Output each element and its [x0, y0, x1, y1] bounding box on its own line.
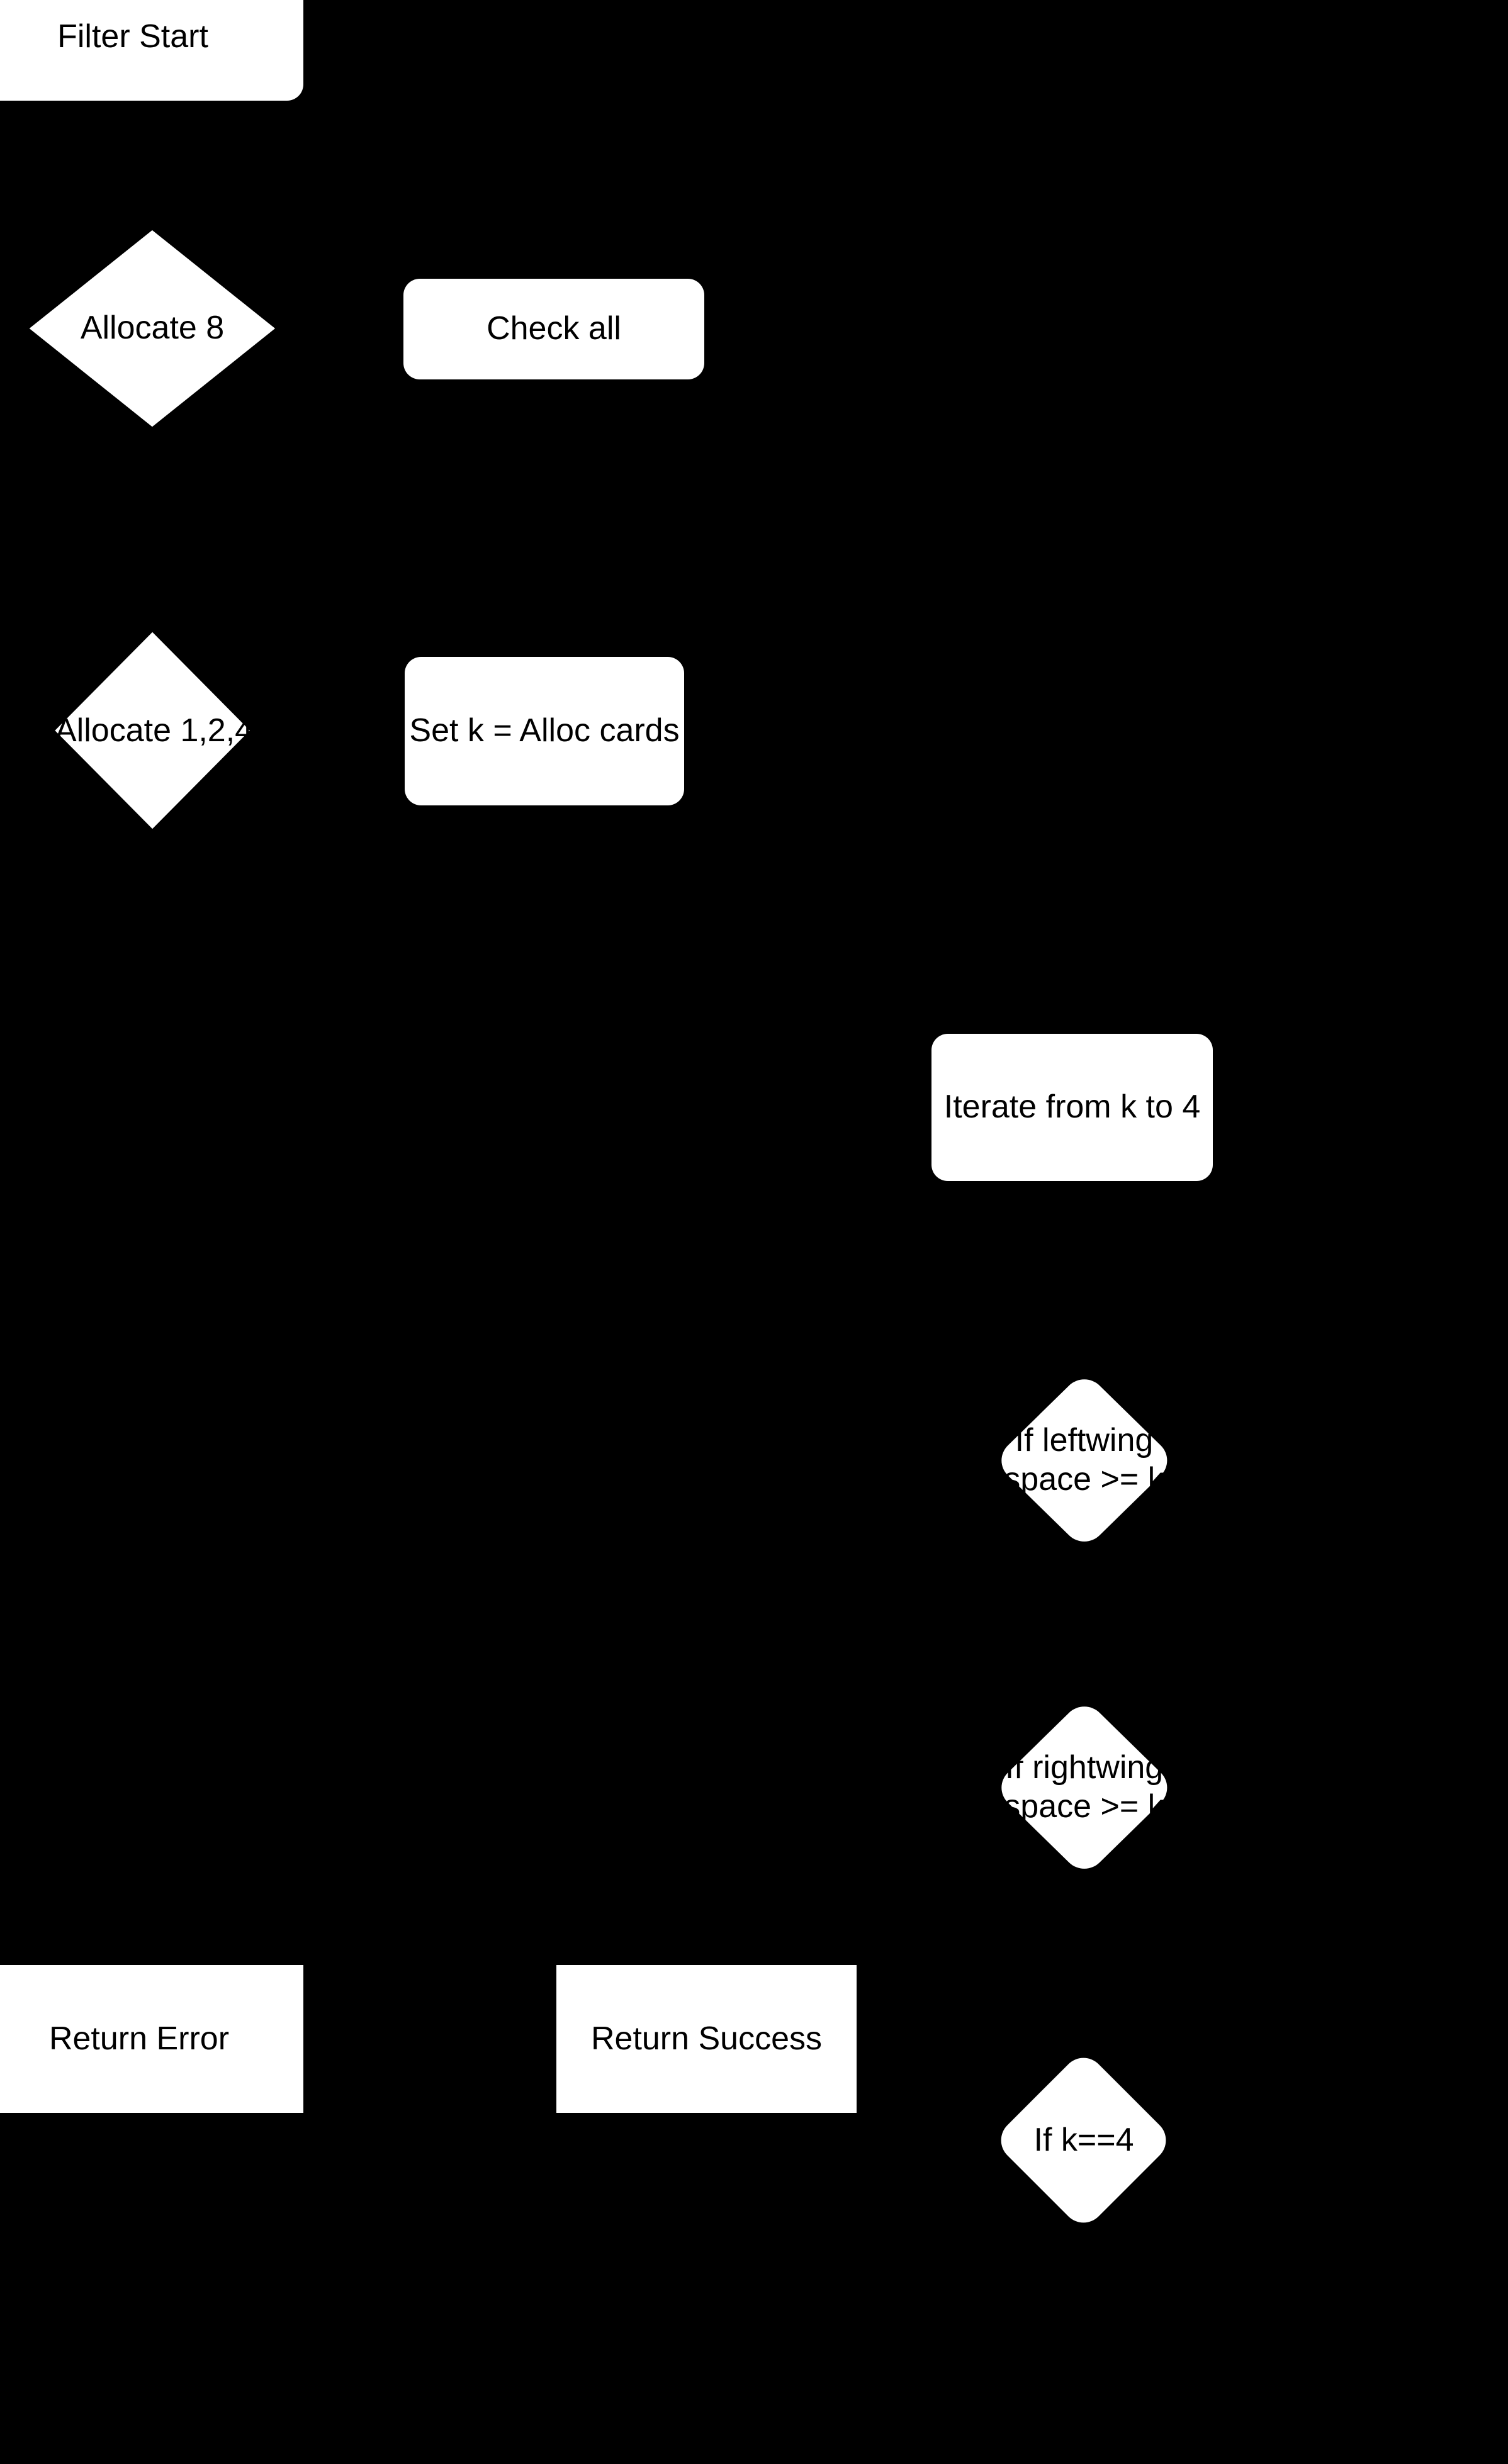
node-if-leftwing-space[interactable]: If leftwing space >= k: [993, 1370, 1176, 1550]
node-filter-start[interactable]: Filter Start: [0, 0, 303, 101]
node-if-k-equals-4-label: If k==4: [1033, 2122, 1134, 2159]
node-iterate-k-label: Iterate from k to 4: [943, 1089, 1201, 1126]
node-allocate-8[interactable]: Allocate 8: [30, 230, 275, 427]
node-allocate-124-label: Allocate 1,2,4: [55, 712, 254, 749]
node-return-success-label: Return Success: [590, 2020, 823, 2057]
node-return-success[interactable]: Return Success: [556, 1965, 857, 2113]
node-check-all-label: Check all: [487, 310, 621, 347]
node-if-rightwing-space-label: If rightwing space >= k: [1004, 1749, 1164, 1825]
node-allocate-8-label: Allocate 8: [80, 310, 225, 347]
node-filter-start-label: Filter Start: [57, 18, 208, 55]
node-set-k[interactable]: Set k = Alloc cards: [405, 657, 684, 805]
node-if-k-equals-4[interactable]: If k==4: [993, 2049, 1175, 2232]
node-iterate-k[interactable]: Iterate from k to 4: [931, 1034, 1213, 1181]
node-if-leftwing-space-label: If leftwing space >= k: [1004, 1422, 1164, 1498]
node-return-error[interactable]: Return Error: [0, 1965, 303, 2113]
node-if-rightwing-space[interactable]: If rightwing space >= k: [993, 1698, 1176, 1877]
node-return-error-label: Return Error: [48, 2020, 230, 2057]
node-set-k-label: Set k = Alloc cards: [409, 712, 680, 749]
node-allocate-124[interactable]: Allocate 1,2,4: [55, 632, 254, 830]
node-check-all[interactable]: Check all: [403, 279, 704, 379]
